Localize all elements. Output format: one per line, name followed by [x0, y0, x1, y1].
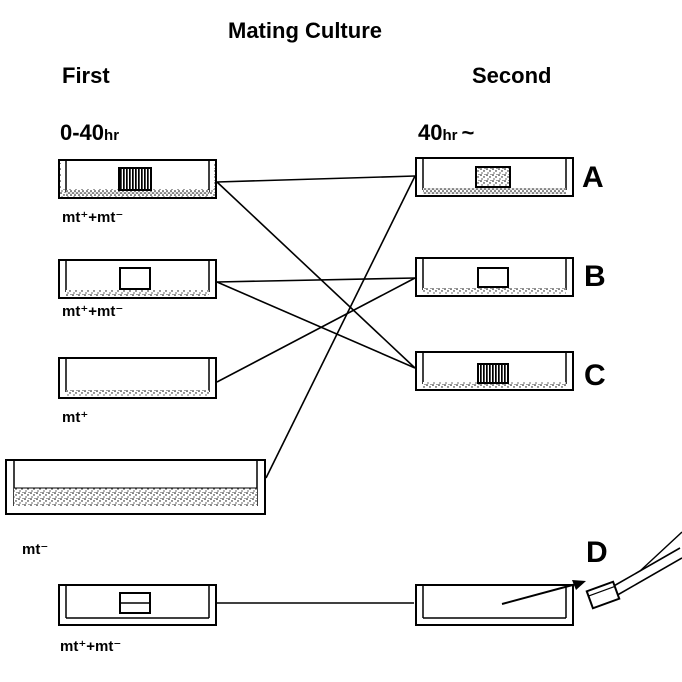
dish-letter-A: A: [582, 161, 604, 194]
agar-block-striped: [118, 167, 152, 191]
first-dish-2: [58, 259, 217, 299]
second-dish-B: [415, 257, 574, 297]
transfer-lines: [216, 175, 416, 604]
agar-block-empty: [119, 267, 151, 290]
forceps-arm-top: [611, 547, 681, 588]
picked-agar-block: [585, 580, 621, 610]
second-dish-D: [415, 584, 574, 626]
forceps-arm-bottom: [613, 557, 682, 598]
second-dish-C: [415, 351, 574, 391]
first-dish-3-label: mt⁺: [62, 409, 88, 426]
second-time-unit: hr: [442, 127, 457, 144]
first-dish-1: [58, 159, 217, 199]
petri-dish: [415, 157, 574, 197]
first-dish-4: [5, 459, 266, 515]
line-first1-to-A: [216, 175, 416, 183]
diagram-title: Mating Culture: [228, 18, 382, 43]
agar-layer: [423, 288, 566, 294]
agar-layer: [66, 390, 209, 396]
agar-layer: [66, 190, 209, 196]
line-first4-to-A: [265, 175, 416, 479]
dish-letter-D: D: [586, 536, 608, 569]
second-column-header: Second: [472, 63, 551, 88]
agar-block-stippled: [475, 166, 511, 188]
first-time-label: 0-40hr: [60, 120, 119, 145]
forceps-arm-upper: [639, 531, 682, 572]
second-dish-A: [415, 157, 574, 197]
arrow-head: [572, 580, 586, 590]
forceps-icon: [585, 531, 682, 610]
first-column-header: First: [62, 63, 110, 88]
first-dish-5: [58, 584, 217, 626]
arrow-icon: [501, 580, 586, 605]
line-first3-to-B: [216, 277, 416, 383]
agar-block-empty: [477, 267, 509, 288]
arrow-shaft: [501, 582, 581, 605]
second-time-suffix: ~: [461, 120, 474, 145]
first-time-value: 0-40: [60, 120, 104, 145]
first-dish-4-label: mt⁻: [22, 541, 48, 558]
line-first1-to-C: [216, 181, 416, 369]
picked-block-top: [588, 585, 615, 597]
petri-dish: [58, 357, 217, 399]
agar-layer: [423, 382, 566, 388]
dish-letter-B: B: [584, 260, 606, 293]
second-time-value: 40: [418, 120, 442, 145]
petri-dish: [415, 584, 574, 626]
agar-layer: [66, 290, 209, 296]
agar-layer: [14, 488, 257, 506]
petri-dish: [58, 584, 217, 626]
petri-dish: [5, 459, 266, 515]
petri-dish: [58, 159, 217, 199]
petri-dish: [58, 259, 217, 299]
line-first2-to-C: [216, 281, 416, 369]
petri-dish: [415, 351, 574, 391]
first-dish-3: [58, 357, 217, 399]
second-time-label: 40hr~: [418, 120, 474, 145]
first-dish-2-label: mt⁺+mt⁻: [62, 303, 123, 320]
first-dish-1-label: mt⁺+mt⁻: [62, 209, 123, 226]
agar-block-striped: [477, 363, 509, 384]
agar-layer: [423, 188, 566, 194]
dish-letter-C: C: [584, 359, 606, 392]
line-first2-to-B: [216, 277, 416, 283]
first-time-unit: hr: [104, 127, 119, 144]
petri-dish: [415, 257, 574, 297]
first-dish-5-label: mt⁺+mt⁻: [60, 638, 121, 655]
